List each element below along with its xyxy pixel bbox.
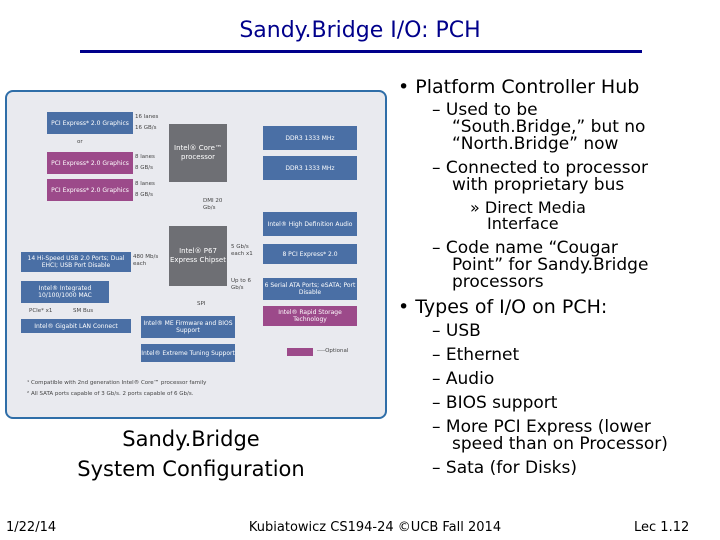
rst-block: Intel® Rapid Storage Technology (263, 306, 357, 326)
footer-page-number: Lec 1.12 (634, 520, 690, 535)
bullet-io-types: • Types of I/O on PCH: (398, 296, 608, 318)
optional-legend-label: ----Optional (317, 348, 349, 354)
caption-line-2: System Configuration (77, 457, 305, 481)
io-item-audio: – Audio (432, 369, 495, 389)
pch-chip: Intel® P67 Express Chipset (169, 226, 227, 286)
slide-title: Sandy.Bridge I/O: PCH (239, 18, 481, 43)
sub-bullet-southbridge-1: – Used to be (432, 100, 538, 120)
label-smbus: SM Bus (73, 308, 94, 314)
cpu-chip: Intel® Core™ processor (169, 124, 227, 182)
io-item-pcie-1: – More PCI Express (lower (432, 417, 651, 437)
bullet-pch: • Platform Controller Hub (398, 76, 640, 98)
pcie-x16-block: PCI Express* 2.0 Graphics (47, 112, 133, 134)
pcie-x8-block-b: PCI Express* 2.0 Graphics (47, 179, 133, 201)
footer-date: 1/22/14 (6, 520, 57, 535)
label-8-lanes-b: 8 lanes (135, 181, 155, 187)
mac-block: Intel® Integrated 10/100/1000 MAC (21, 281, 109, 303)
label-pcie-x1: PCIe* x1 (29, 308, 53, 314)
title-underline (80, 50, 642, 53)
io-item-sata: – Sata (for Disks) (432, 458, 578, 478)
optional-legend-swatch (287, 348, 313, 356)
sub-bullet-connected-1: – Connected to processor (432, 158, 649, 178)
hd-audio-block: Intel® High Definition Audio (263, 212, 357, 236)
label-spi: SPI (197, 301, 206, 307)
sub-bullet-cougar-3: processors (452, 272, 544, 292)
sub-bullet-southbridge-3: “North.Bridge” now (452, 134, 619, 154)
label-dmi: DMI 20 Gb/s (203, 198, 223, 211)
footnote-2: ² All SATA ports capable of 3 Gb/s. 2 po… (27, 391, 194, 397)
xtu-block: Intel® Extreme Tuning Support (141, 344, 235, 362)
label-16-lanes: 16 lanes (135, 114, 159, 120)
sub-sub-bullet-dmi-1: » Direct Media (470, 198, 586, 217)
ddr3-block-b: DDR3 1333 MHz (263, 156, 357, 180)
label-8-gbs-a: 8 GB/s (135, 165, 154, 171)
diagram-caption: Sandy.Bridge System Configuration (60, 424, 322, 484)
sub-bullet-cougar-2: Point” for Sandy.Bridge (452, 255, 649, 275)
sub-bullet-cougar-1: – Code name “Cougar (432, 238, 618, 258)
sandybridge-diagram: PCI Express* 2.0 Graphics 16 lanes 16 GB… (5, 90, 387, 419)
pcie-x1-block: 8 PCI Express* 2.0 (263, 244, 357, 264)
label-480mbs: 480 Mb/s each (133, 254, 159, 267)
label-8-lanes-a: 8 lanes (135, 154, 155, 160)
ddr3-block-a: DDR3 1333 MHz (263, 126, 357, 150)
caption-line-1: Sandy.Bridge (122, 427, 260, 451)
sub-bullet-connected-2: with proprietary bus (452, 175, 625, 195)
sata-block: 6 Serial ATA Ports; eSATA; Port Disable (263, 278, 357, 300)
label-or: or (77, 139, 83, 145)
footnote-1: ¹ Compatible with 2nd generation Intel® … (27, 380, 207, 386)
io-item-ethernet: – Ethernet (432, 345, 520, 365)
me-firmware-block: Intel® ME Firmware and BIOS Support (141, 316, 235, 338)
sub-sub-bullet-dmi-2: Interface (487, 214, 559, 233)
footer-course: Kubiatowicz CS194-24 ©UCB Fall 2014 (248, 520, 502, 535)
io-item-bios: – BIOS support (432, 393, 558, 413)
pcie-x8-block-a: PCI Express* 2.0 Graphics (47, 152, 133, 174)
sub-bullet-southbridge-2: “South.Bridge,” but no (452, 117, 646, 137)
label-16-gbs: 16 GB/s (135, 125, 157, 131)
io-item-usb: – USB (432, 321, 481, 341)
lan-block: Intel® Gigabit LAN Connect (21, 319, 131, 333)
label-5gbs: 5 Gb/s each x1 (231, 244, 253, 257)
label-up-to-6gbs: Up to 6 Gb/s (231, 278, 252, 291)
io-item-pcie-2: speed than on Processor) (452, 434, 668, 454)
label-8-gbs-b: 8 GB/s (135, 192, 154, 198)
usb-block: 14 Hi-Speed USB 2.0 Ports; Dual EHCI; US… (21, 252, 131, 272)
